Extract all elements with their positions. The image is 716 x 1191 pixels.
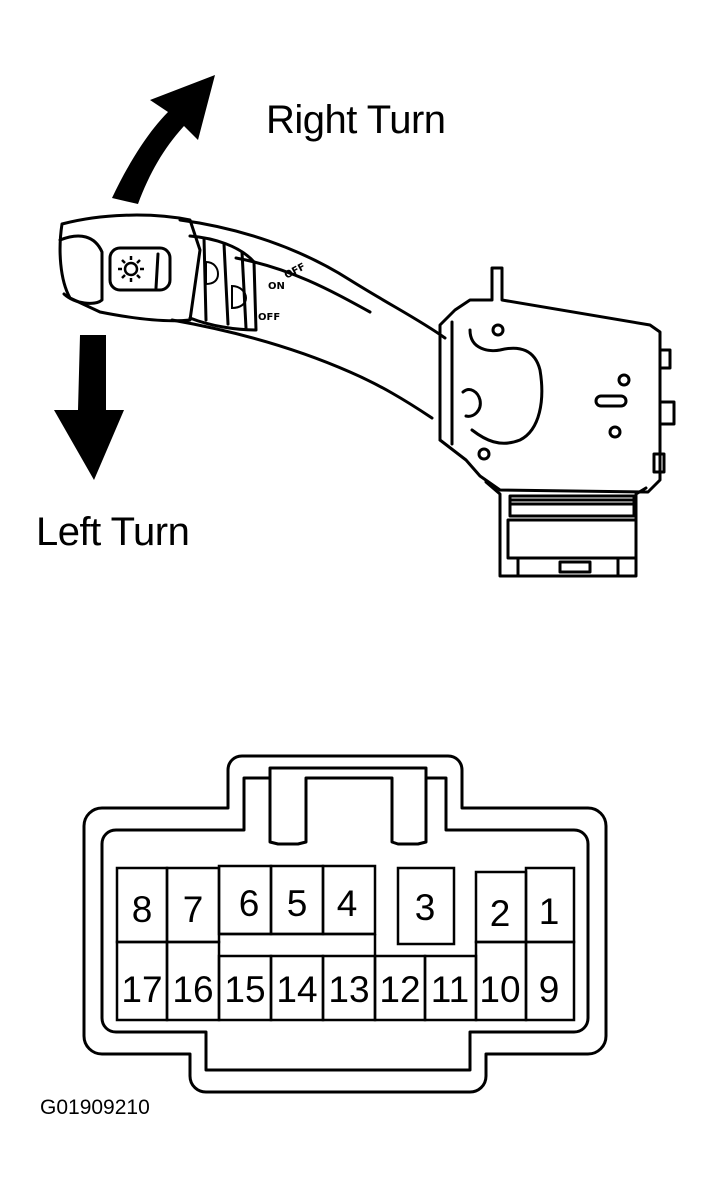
connector-top-row-labels: 8 7 6 5 4 3 2 1 [132,883,560,934]
pin-label: 6 [239,883,260,924]
figure-id-label: G01909210 [40,1096,150,1119]
pin-label: 13 [328,969,369,1010]
pin-label: 2 [490,893,511,934]
connector-bottom-row-labels: 17 16 15 14 13 12 11 10 9 [121,969,559,1010]
combination-switch-lever [58,213,676,578]
pin-label: 10 [479,969,520,1010]
switch-on-marking: ON [268,281,285,292]
right-turn-arrow-icon [112,75,215,204]
pin-label: 11 [431,969,469,1010]
connector-housing [82,754,608,1094]
headlight-icon [118,256,144,282]
pin-label: 1 [539,891,560,932]
pin-label: 3 [415,887,436,928]
left-turn-label: Left Turn [36,510,190,554]
left-turn-arrow-icon [54,335,124,480]
pin-label: 15 [224,969,265,1010]
switch-off-marking: OFF [258,312,281,323]
pin-label: 9 [539,969,560,1010]
pin-label: 16 [172,969,213,1010]
pin-label: 12 [379,969,420,1010]
pin-label: 17 [121,969,162,1010]
pin-label: 5 [287,883,308,924]
connector-pin-grid [115,864,576,1022]
pin-label: 8 [132,889,153,930]
right-turn-label: Right Turn [266,98,446,142]
pin-label: 14 [276,969,317,1010]
fog-light-icon [205,260,248,310]
pin-label: 7 [183,889,204,930]
pin-label: 4 [337,883,358,924]
